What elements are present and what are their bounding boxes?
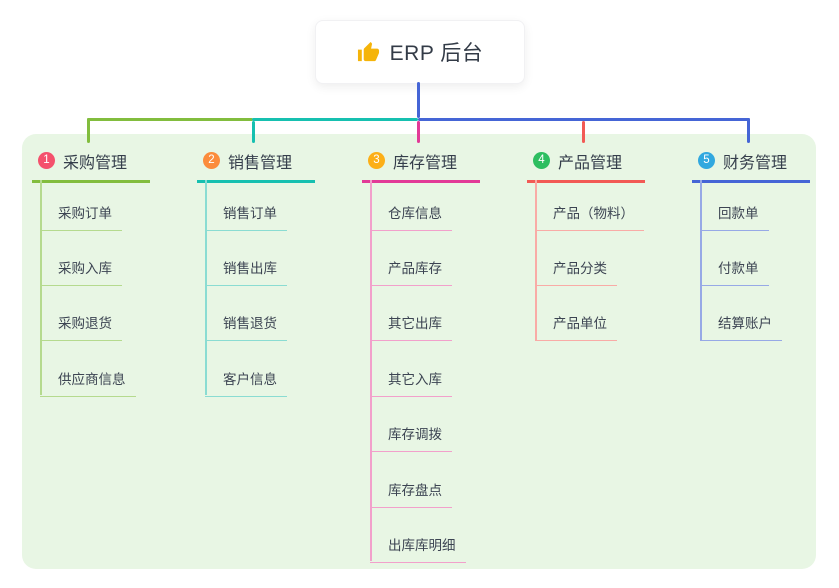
child-label-text: 其它入库	[388, 371, 442, 387]
child-node[interactable]: 销售退货	[205, 305, 287, 342]
child-node[interactable]: 产品单位	[535, 305, 617, 342]
child-node[interactable]: 产品库存	[370, 250, 452, 286]
child-label-text: 结算账户	[718, 316, 772, 332]
branch-node-1[interactable]: 1 采购管理	[32, 147, 150, 183]
connector-children-trunk	[40, 180, 42, 396]
connector-bus-green	[86, 118, 253, 121]
child-label-text: 库存调拨	[388, 427, 442, 443]
branch-node-3[interactable]: 3 库存管理	[362, 147, 480, 183]
child-label-text: 销售订单	[223, 205, 277, 221]
root-node[interactable]: ERP 后台	[315, 20, 525, 84]
thumbs-up-icon	[357, 41, 379, 61]
connector-drop-branch2	[251, 121, 255, 143]
child-node[interactable]: 其它入库	[370, 361, 452, 397]
child-label-text: 供应商信息	[58, 371, 126, 387]
connector-bus-blue	[418, 118, 750, 121]
child-node[interactable]: 采购退货	[40, 305, 122, 342]
child-label-text: 库存盘点	[388, 482, 442, 498]
branch-number-badge: 2	[203, 152, 220, 169]
connector-children-trunk	[205, 180, 207, 396]
child-label-text: 客户信息	[223, 371, 277, 387]
branch-number-badge: 4	[533, 152, 550, 169]
child-node[interactable]: 销售订单	[205, 195, 287, 231]
child-node[interactable]: 库存调拨	[370, 416, 452, 453]
child-node[interactable]: 回款单	[700, 195, 769, 231]
child-label-text: 采购入库	[58, 260, 112, 276]
child-label-text: 销售退货	[223, 316, 277, 332]
connector-bus-teal	[251, 118, 418, 121]
child-node[interactable]: 其它出库	[370, 305, 452, 342]
child-node[interactable]: 采购入库	[40, 250, 122, 286]
child-node[interactable]: 产品分类	[535, 250, 617, 286]
branch-node-2[interactable]: 2 销售管理	[197, 147, 315, 183]
child-label-text: 产品（物料）	[553, 205, 634, 221]
child-label-text: 销售出库	[223, 260, 277, 276]
child-node[interactable]: 结算账户	[700, 305, 782, 342]
connector-children-trunk	[700, 180, 702, 340]
branch-number-badge: 3	[368, 152, 385, 169]
child-node[interactable]: 销售出库	[205, 250, 287, 286]
branch-label-text: 采购管理	[63, 154, 128, 172]
connector-children-trunk	[535, 180, 537, 340]
branch-number-badge: 5	[698, 152, 715, 169]
child-label-text: 出库库明细	[388, 537, 456, 553]
branch-node-5[interactable]: 5 财务管理	[692, 147, 810, 183]
child-label-text: 采购退货	[58, 316, 112, 332]
child-node[interactable]: 出库库明细	[370, 527, 466, 563]
connector-drop-branch4	[581, 121, 585, 143]
connector-drop-branch1	[86, 118, 90, 143]
branch-label-text: 销售管理	[228, 154, 293, 172]
child-node[interactable]: 仓库信息	[370, 195, 452, 231]
child-node[interactable]: 客户信息	[205, 361, 287, 397]
connector-root-vertical	[416, 82, 420, 118]
connector-drop-branch5	[746, 118, 750, 143]
child-label-text: 回款单	[718, 205, 759, 221]
child-node[interactable]: 采购订单	[40, 195, 122, 231]
branch-node-4[interactable]: 4 产品管理	[527, 147, 645, 183]
child-node[interactable]: 库存盘点	[370, 472, 452, 508]
connector-drop-branch3	[416, 121, 420, 143]
branch-label-text: 产品管理	[558, 154, 623, 172]
child-label-text: 产品分类	[553, 260, 607, 276]
branch-number-badge: 1	[38, 152, 55, 169]
child-node[interactable]: 供应商信息	[40, 361, 136, 397]
child-label-text: 产品单位	[553, 316, 607, 332]
child-label-text: 仓库信息	[388, 205, 442, 221]
child-label-text: 采购订单	[58, 205, 112, 221]
child-node[interactable]: 产品（物料）	[535, 195, 644, 231]
branches-panel	[22, 134, 816, 569]
child-node[interactable]: 付款单	[700, 250, 769, 286]
root-title: ERP 后台	[389, 42, 484, 65]
child-label-text: 其它出库	[388, 316, 442, 332]
branch-label-text: 财务管理	[723, 154, 788, 172]
child-label-text: 产品库存	[388, 260, 442, 276]
branch-label-text: 库存管理	[393, 154, 458, 172]
connector-children-trunk	[370, 180, 372, 562]
child-label-text: 付款单	[718, 260, 759, 276]
